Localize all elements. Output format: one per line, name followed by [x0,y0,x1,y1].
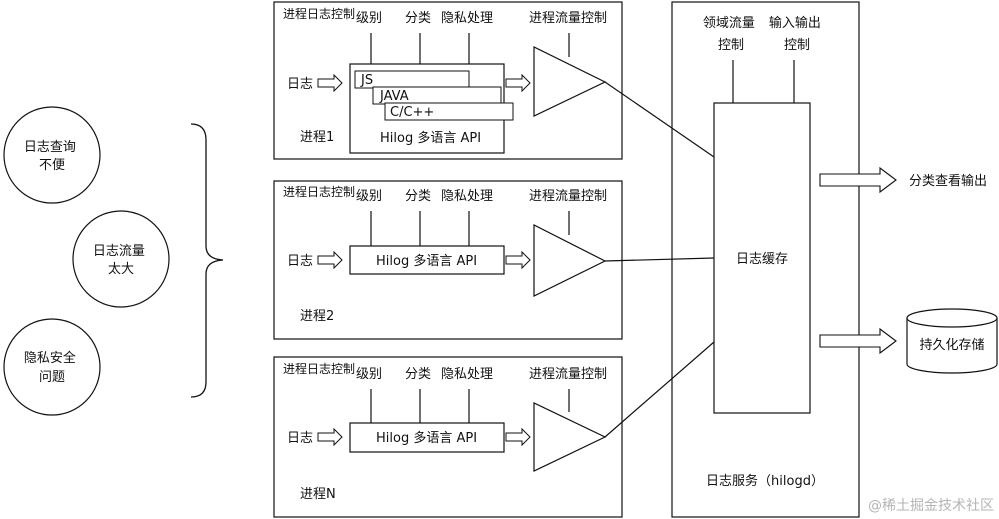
persist-output-arrow [819,327,897,355]
log-service-box: 领域流量 控制 输入输出 控制 日志缓存 日志服务（hilogd） [671,1,860,518]
api-label-n: Hilog 多语言 API [376,430,477,446]
connector-line-2 [604,257,715,262]
api-label-2: Hilog 多语言 API [376,253,477,269]
io-control-label: 输入输出 控制 [769,15,825,53]
problem-label-query: 日志查询 不便 [24,140,80,173]
process-name-n: 进程N [300,487,336,502]
level-label: 级别 [356,189,382,204]
classify-output-label: 分类查看输出 [909,173,987,189]
classify-output-arrow [819,166,897,194]
grouping-brace [190,123,224,398]
flow-amplifier-n [533,402,607,472]
classify-label: 分类 [405,189,431,204]
process-box-2: 进程日志控制 级别 分类 隐私处理 进程流量控制 日志 Hilog 多语言 AP… [273,180,623,340]
lang-box-cpp [384,102,514,121]
process-box-n: 进程日志控制 级别 分类 隐私处理 进程流量控制 日志 Hilog 多语言 AP… [273,356,623,518]
problem-circle-traffic: 日志流量 太大 [72,210,170,308]
api-label-1: Hilog 多语言 API [380,130,481,146]
log-input-label: 日志 [287,431,313,446]
connector-line-1 [604,81,715,158]
log-input-label: 日志 [287,254,313,269]
flow-control-label: 进程流量控制 [529,11,607,26]
log-input-label: 日志 [287,77,313,92]
persistent-storage-label: 持久化存储 [919,338,984,353]
process-name-2: 进程2 [300,309,334,324]
lang-java: JAVA [379,89,409,104]
flow-amplifier-2 [533,224,607,297]
input-arrow-n [317,427,343,447]
api-arrow-1 [505,73,531,93]
input-arrow-1 [317,73,343,93]
log-buffer-label: 日志缓存 [736,252,788,267]
api-box-2 [349,245,505,275]
process-control-label: 进程日志控制 [283,361,355,376]
api-arrow-n [505,427,531,447]
input-arrow-2 [317,250,343,270]
flow-amplifier-1 [533,46,607,117]
process-name-1: 进程1 [300,130,334,145]
problem-label-privacy: 隐私安全 问题 [24,350,80,385]
problem-circle-query: 日志查询 不便 [3,106,101,204]
watermark: @稀土掘金技术社区 [868,498,994,514]
problem-label-traffic: 日志流量 太大 [93,244,149,277]
level-label: 级别 [356,367,382,382]
classify-label: 分类 [405,367,431,382]
process-control-label: 进程日志控制 [283,184,355,199]
privacy-label: 隐私处理 [441,189,493,204]
privacy-label: 隐私处理 [441,11,493,26]
problem-circle-privacy: 隐私安全 问题 [3,318,101,416]
api-box-n [349,422,505,453]
flow-control-label: 进程流量控制 [529,367,607,382]
lang-js: JS [360,73,373,88]
lang-cpp: C/C++ [390,105,434,120]
persistent-storage-icon: 持久化存储 [906,308,998,374]
log-service-name: 日志服务（hilogd） [706,473,824,489]
flow-control-label: 进程流量控制 [529,189,607,204]
classify-label: 分类 [405,11,431,26]
process-box-1: 进程日志控制 级别 分类 隐私处理 进程流量控制 日志 JS JAVA C/C+… [273,1,623,160]
log-buffer-box [713,102,811,414]
connector-line-n [604,341,715,438]
level-label: 级别 [356,11,382,26]
privacy-label: 隐私处理 [441,367,493,382]
api-arrow-2 [505,250,531,270]
process-control-label: 进程日志控制 [283,6,355,21]
domain-flow-control-label: 领域流量 控制 [703,16,759,53]
